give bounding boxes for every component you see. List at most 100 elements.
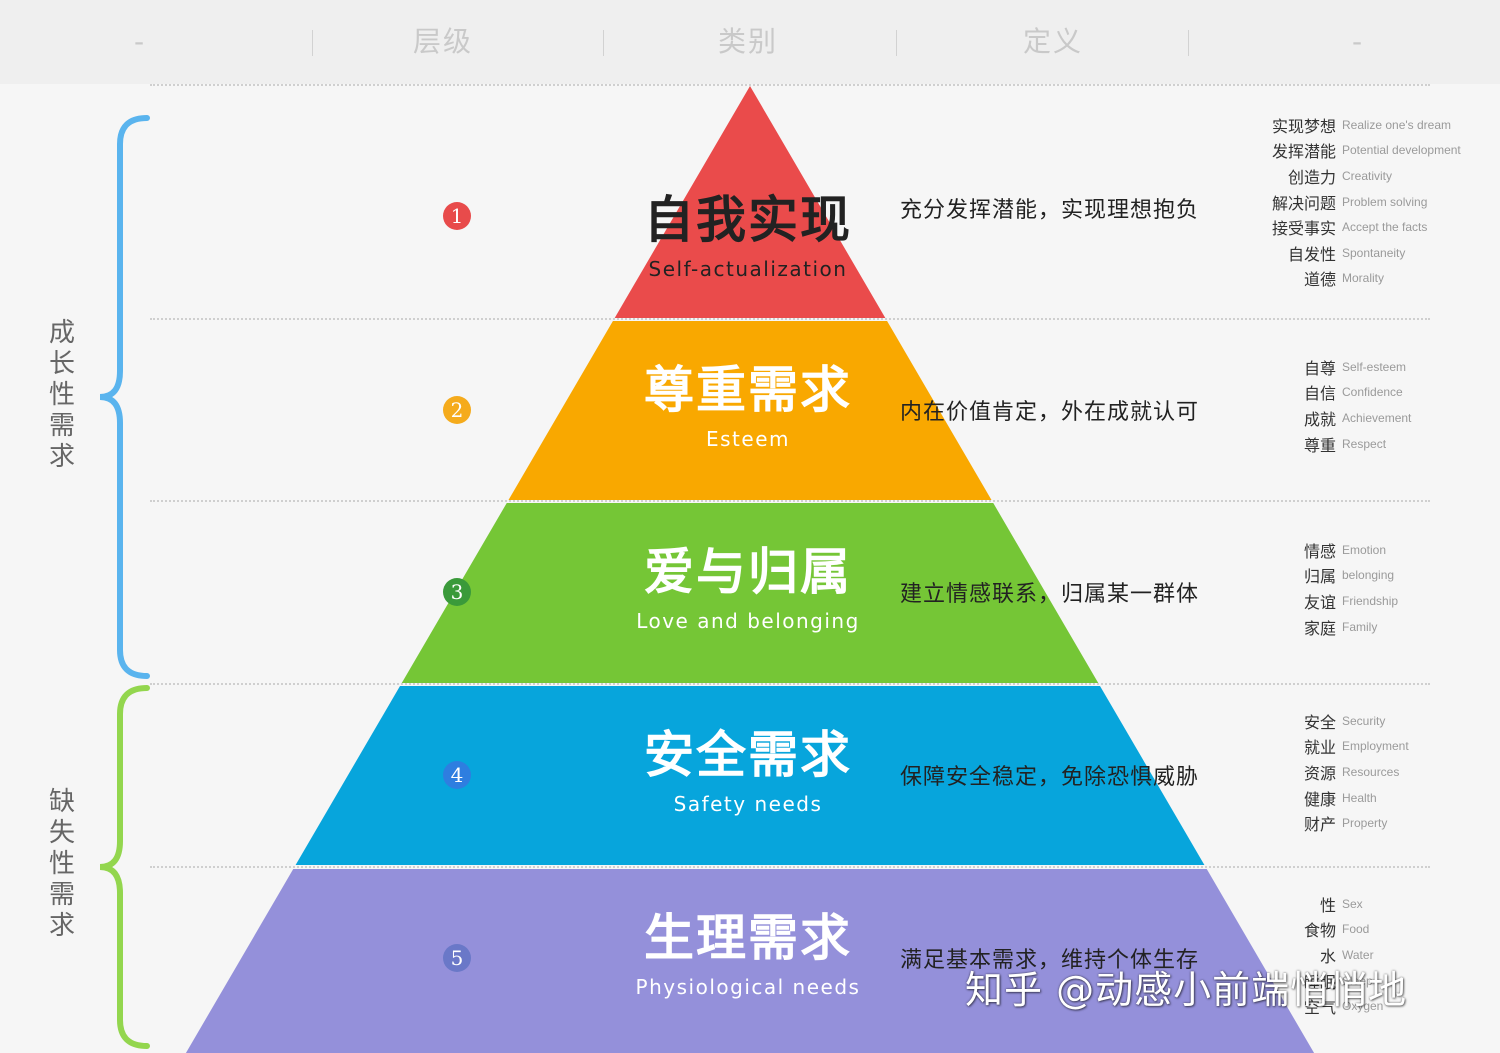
keyword-en: Property [1342,816,1388,831]
tier-title-love-belonging: 爱与归属 [644,543,852,601]
keyword-item: 资源 Resources [1230,759,1490,785]
keyword-zh: 水 [1319,946,1336,966]
keyword-zh: 接受事实 [1271,219,1336,239]
growth-brace [99,115,150,679]
keyword-en: Problem solving [1342,194,1428,209]
tier-definition-safety: 保障安全稳定，免除恐惧威胁 [900,765,1200,790]
header-divider [312,30,313,56]
keyword-en: Health [1342,790,1377,805]
header-col-category: 类别 [717,25,778,58]
keyword-item: 解决问题 Problem solving [1230,189,1490,215]
keyword-zh: 安全 [1303,712,1336,732]
level-badge-2: 2 [443,396,471,424]
table-header: - 层级 类别 定义 - [0,0,1500,84]
deficiency-brace [99,685,150,1049]
level-badge-3: 3 [443,578,471,606]
pyramid-band-2 [508,321,992,500]
keyword-item: 家庭 Family [1230,614,1490,640]
keyword-en: Potential development [1342,143,1461,158]
tier-subtitle-physiological: Physiological needs [635,975,861,999]
row-divider [150,318,1430,320]
keyword-zh: 资源 [1303,763,1336,783]
keyword-item: 自发性 Spontaneity [1230,240,1490,266]
keyword-en: Oxygen [1342,999,1384,1014]
tier-title-esteem: 尊重需求 [644,361,852,419]
tier-title-physiological: 生理需求 [644,909,852,967]
keyword-zh: 情感 [1303,541,1336,561]
tier-definition-self-actualization: 充分发挥潜能，实现理想抱负 [900,198,1200,223]
keyword-en: Family [1342,619,1378,634]
keyword-item: 自信 Confidence [1230,380,1490,406]
keyword-zh: 性 [1319,895,1336,915]
watermark: 知乎 @动感小前端悄悄地 [965,968,1408,1012]
header-divider [603,30,604,56]
keyword-en: Accept the facts [1342,220,1428,235]
keyword-item: 发挥潜能 Potential development [1230,138,1490,164]
level-badge-1: 1 [443,202,471,230]
tier-definition-physiological: 满足基本需求，维持个体生存 [900,948,1200,973]
keyword-zh: 解决问题 [1271,193,1336,213]
header-col-definition: 定义 [1022,25,1083,58]
keyword-zh: 成就 [1303,409,1336,429]
row-divider [150,866,1430,868]
tier-title-self-actualization: 自我实现 [644,191,852,249]
keyword-item: 食物 Food [1230,917,1490,943]
header-divider [1188,30,1189,56]
keyword-item: 就业 Employment [1230,734,1490,760]
keyword-zh: 实现梦想 [1271,116,1336,136]
keyword-en: Emotion [1342,542,1387,557]
keyword-en: Spontaneity [1342,245,1406,260]
group-label-growth: 成长性需求 [48,318,75,472]
keyword-en: Morality [1342,271,1385,286]
keyword-en: Resources [1342,764,1400,779]
keyword-zh: 发挥潜能 [1271,142,1336,162]
row-divider [150,84,1430,86]
keyword-item: 接受事实 Accept the facts [1230,214,1490,240]
keyword-zh: 自发性 [1287,244,1336,264]
keyword-zh: 食物 [1303,921,1336,941]
pyramid-band-5 [185,869,1315,1053]
tier-subtitle-love-belonging: Love and belonging [636,609,860,633]
row-divider [150,500,1430,502]
tier-subtitle-safety: Safety needs [673,792,823,816]
keyword-en: Food [1342,922,1370,937]
level-badge-4: 4 [443,761,471,789]
tier-subtitle-self-actualization: Self-actualization [648,257,848,281]
tier-definition-love-belonging: 建立情感联系，归属某一群体 [900,582,1200,607]
keyword-item: 财产 Property [1230,810,1490,836]
keyword-en: Employment [1342,739,1409,754]
keyword-zh: 归属 [1303,567,1336,587]
keyword-item: 情感 Emotion [1230,537,1490,563]
header-col-blank-right: - [1351,25,1365,58]
header-divider [896,30,897,56]
pyramid-band-4 [295,686,1205,865]
tier-title-safety: 安全需求 [644,726,852,784]
pyramid-band-3 [401,503,1099,683]
keyword-item: 归属 belonging [1230,563,1490,589]
keyword-zh: 创造力 [1287,167,1336,187]
keyword-zh: 就业 [1303,738,1336,758]
keyword-zh: 尊重 [1303,435,1336,455]
keyword-en: Self-esteem [1342,359,1407,374]
keyword-zh: 自信 [1303,384,1336,404]
keyword-en: Friendship [1342,593,1399,608]
keyword-zh: 家庭 [1303,618,1336,638]
row-divider [150,683,1430,685]
keyword-en: Confidence [1342,385,1403,400]
header-col-level: 层级 [412,25,473,58]
keyword-zh: 睡眠 [1303,972,1336,992]
keyword-zh: 财产 [1303,815,1336,835]
pyramid-band-1 [614,86,886,318]
keyword-en: belonging [1342,568,1395,583]
